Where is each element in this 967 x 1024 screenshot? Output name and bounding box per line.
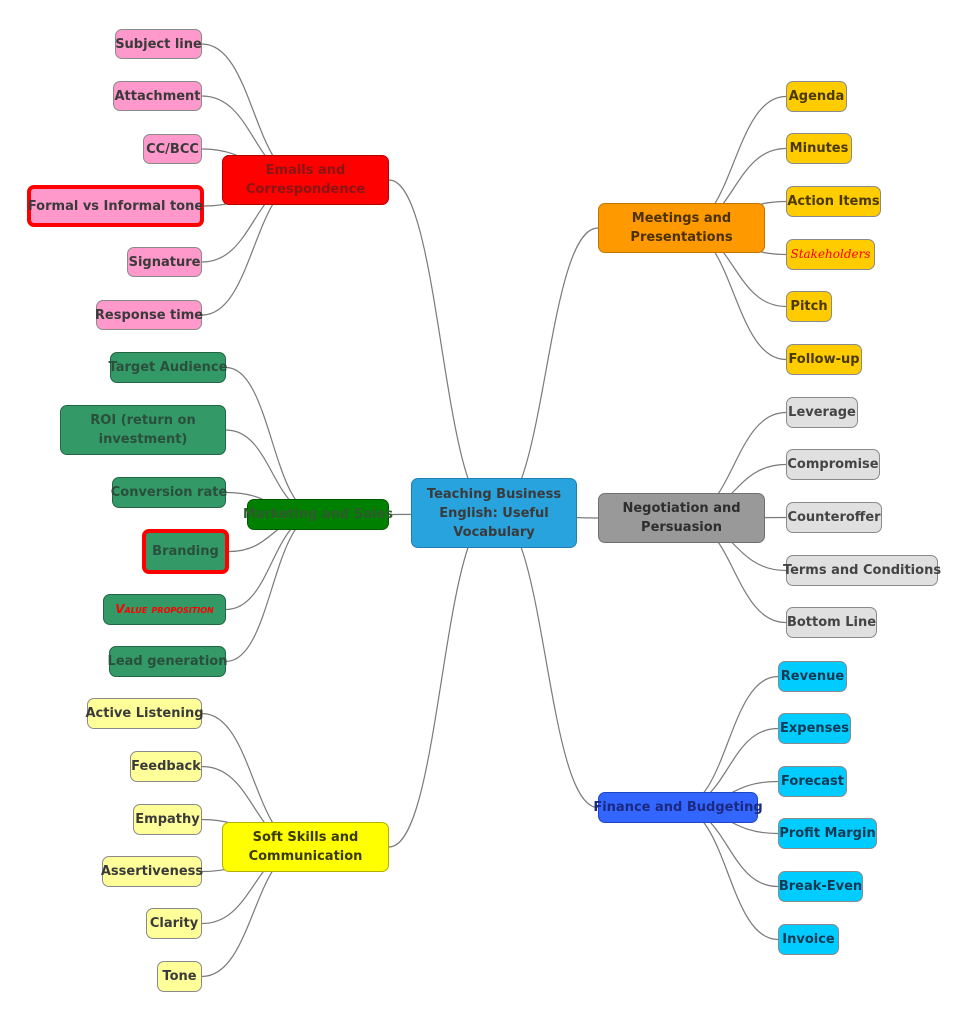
edge-root-branch-emails	[388, 179, 495, 514]
leaf-assertiveness[interactable]: Assertiveness	[101, 856, 203, 887]
leaf-active-listening[interactable]: Active Listening	[85, 698, 204, 729]
edge-leaf-lead-generation	[225, 513, 319, 663]
leaf-bottom-line[interactable]: Bottom Line	[786, 607, 877, 638]
leaf-value-proposition[interactable]: Value proposition	[103, 594, 226, 625]
edge-root-branch-finance	[493, 512, 599, 809]
leaf-break-even[interactable]: Break-Even	[778, 871, 863, 902]
leaf-stakeholders[interactable]: Stakeholders	[786, 239, 875, 270]
leaf-target-audience[interactable]: Target Audience	[109, 352, 227, 383]
leaf-invoice[interactable]: Invoice	[778, 924, 839, 955]
leaf-cc-bcc[interactable]: CC/BCC	[143, 134, 202, 164]
leaf-agenda[interactable]: Agenda	[786, 81, 847, 112]
branch-meetings[interactable]: Meetings and Presentations	[598, 203, 765, 253]
edge-root-branch-soft-skills	[388, 512, 495, 848]
leaf-signature[interactable]: Signature	[127, 247, 202, 277]
leaf-clarity[interactable]: Clarity	[146, 908, 202, 939]
leaf-pitch[interactable]: Pitch	[786, 291, 832, 322]
leaf-compromise[interactable]: Compromise	[786, 449, 880, 480]
leaf-conversion-rate[interactable]: Conversion rate	[111, 477, 227, 508]
root-topic[interactable]: Teaching Business English: Useful Vocabu…	[411, 478, 577, 548]
leaf-leverage[interactable]: Leverage	[786, 397, 858, 428]
leaf-minutes[interactable]: Minutes	[786, 133, 852, 164]
leaf-revenue[interactable]: Revenue	[778, 661, 847, 692]
edge-root-branch-meetings	[493, 227, 599, 514]
leaf-follow-up[interactable]: Follow-up	[786, 344, 862, 375]
leaf-response-time[interactable]: Response time	[95, 300, 203, 330]
edge-leaf-invoice	[677, 806, 779, 941]
leaf-tone[interactable]: Tone	[157, 961, 202, 992]
branch-negotiation[interactable]: Negotiation and Persuasion	[598, 493, 765, 543]
leaf-counteroffer[interactable]: Counteroffer	[786, 502, 882, 533]
leaf-lead-generation[interactable]: Lead generation	[108, 646, 227, 677]
leaf-forecast[interactable]: Forecast	[778, 766, 847, 797]
leaf-subject-line[interactable]: Subject line	[115, 29, 202, 59]
leaf-branding[interactable]: Branding	[142, 529, 229, 574]
branch-marketing[interactable]: Marketing and Sales	[243, 499, 393, 530]
branch-soft-skills[interactable]: Soft Skills and Communication	[222, 822, 389, 872]
leaf-attachment[interactable]: Attachment	[113, 81, 202, 111]
edge-leaf-revenue	[677, 675, 779, 809]
leaf-expenses[interactable]: Expenses	[778, 713, 851, 744]
branch-finance[interactable]: Finance and Budgeting	[593, 792, 763, 823]
leaf-empathy[interactable]: Empathy	[133, 804, 202, 835]
leaf-profit-margin[interactable]: Profit Margin	[778, 818, 877, 849]
leaf-action-items[interactable]: Action Items	[786, 186, 881, 217]
leaf-terms-and-conditions[interactable]: Terms and Conditions	[783, 555, 941, 586]
leaf-feedback[interactable]: Feedback	[130, 751, 202, 782]
edge-leaf-target-audience	[225, 366, 319, 516]
leaf-formal-informal-tone[interactable]: Formal vs Informal tone	[27, 185, 204, 227]
branch-emails[interactable]: Emails and Correspondence	[222, 155, 389, 205]
leaf-roi[interactable]: ROI (return on investment)	[60, 405, 226, 455]
